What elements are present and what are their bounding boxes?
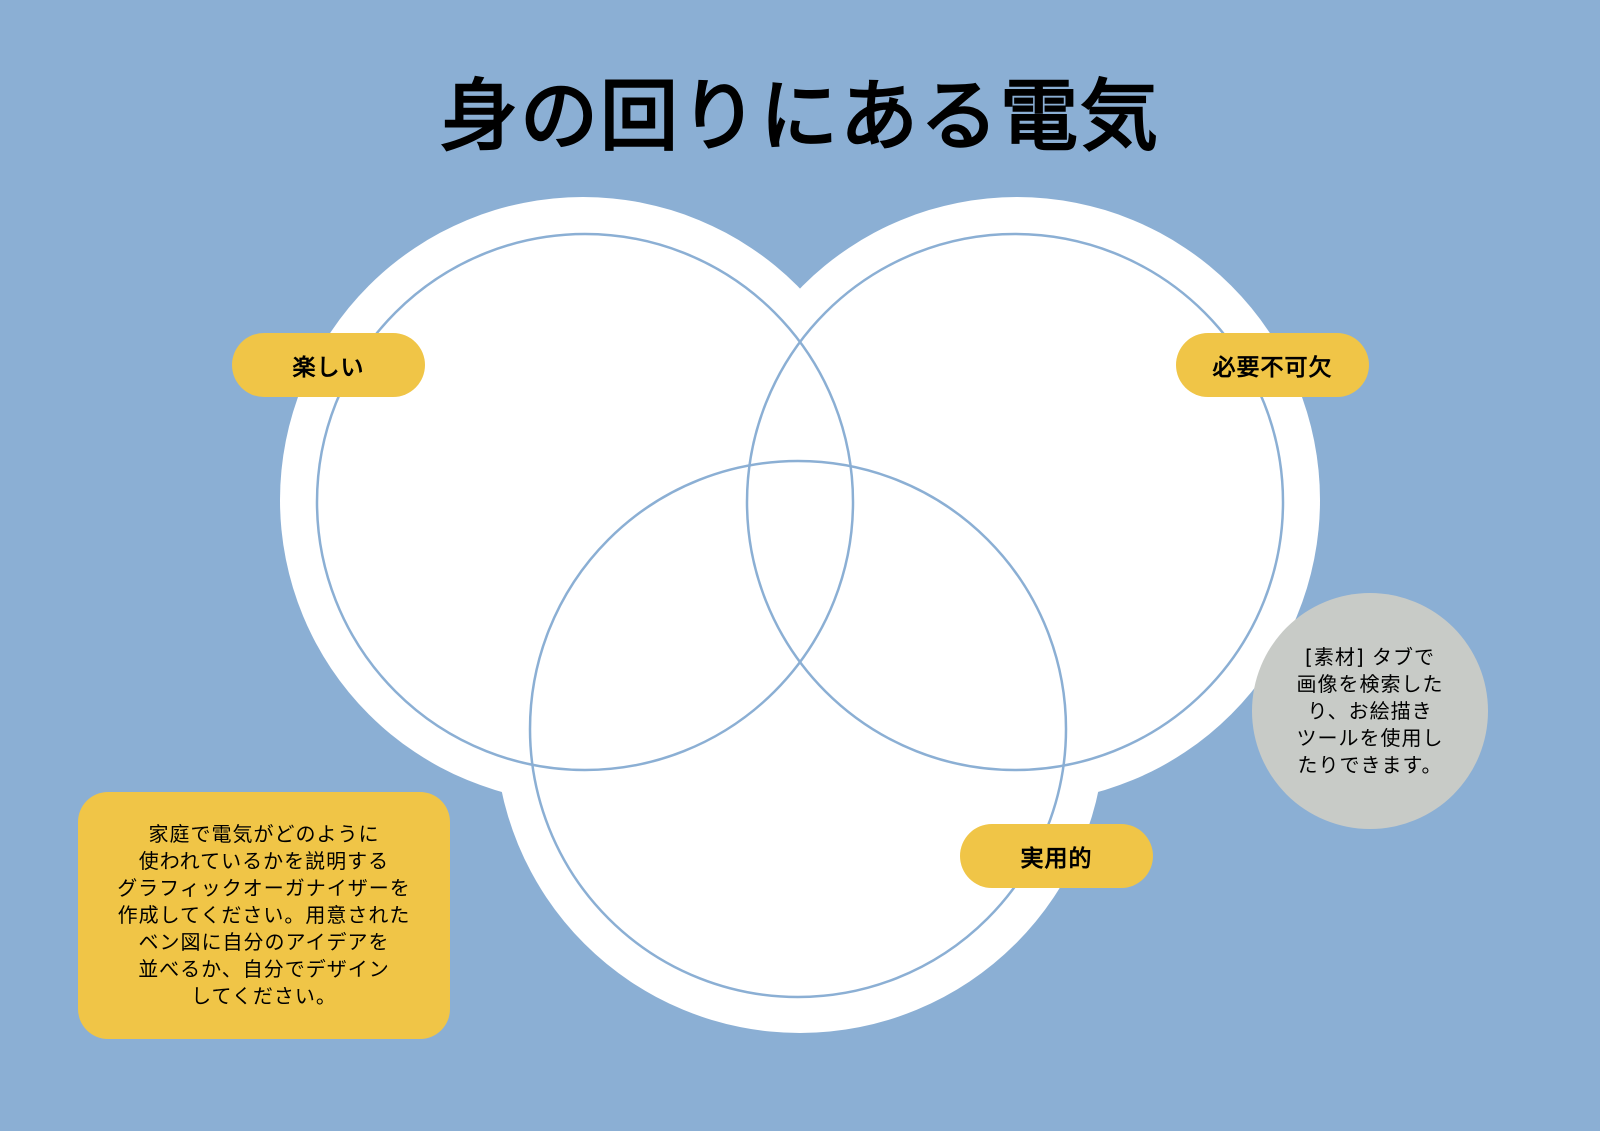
hint-bubble[interactable]: [素材] タブで 画像を検索した り、お絵描き ツールを使用し たりできます。 [1252, 593, 1488, 829]
instructions-box[interactable]: 家庭で電気がどのように 使われているかを説明する グラフィックオーガナイザーを … [78, 792, 450, 1039]
label-fun[interactable]: 楽しい [232, 333, 425, 397]
venn-circle-left [315, 232, 855, 772]
label-essential[interactable]: 必要不可欠 [1176, 333, 1369, 397]
venn-white-backdrop [280, 197, 1320, 1033]
venn-circle-right [745, 232, 1285, 772]
label-practical[interactable]: 実用的 [960, 824, 1153, 888]
page-title: 身の回りにある電気 [439, 72, 1160, 162]
venn-circle-bottom [528, 459, 1068, 999]
instructions-text: 家庭で電気がどのように 使われているかを説明する グラフィックオーガナイザーを … [117, 822, 411, 1008]
hint-text: [素材] タブで 画像を検索した り、お絵描き ツールを使用し たりできます。 [1296, 644, 1444, 777]
